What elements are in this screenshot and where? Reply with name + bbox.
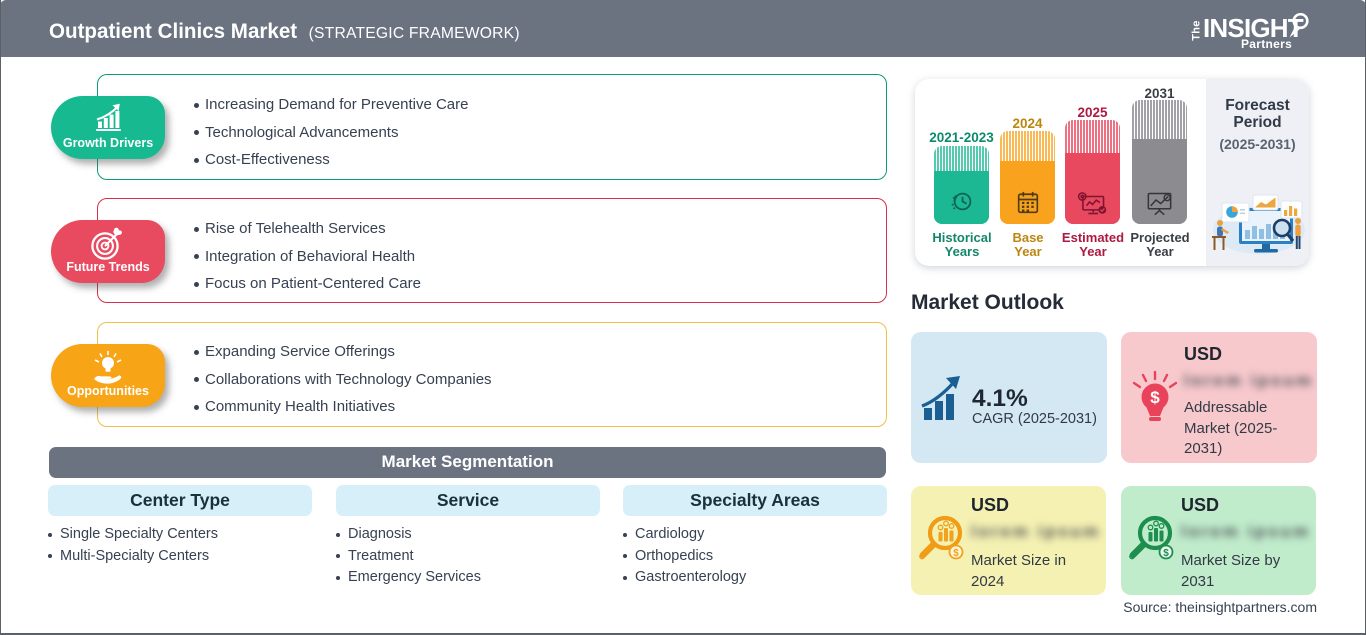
svg-text:$: $: [1150, 388, 1160, 407]
svg-text:$: $: [953, 548, 959, 559]
svg-text:$: $: [1163, 548, 1169, 559]
